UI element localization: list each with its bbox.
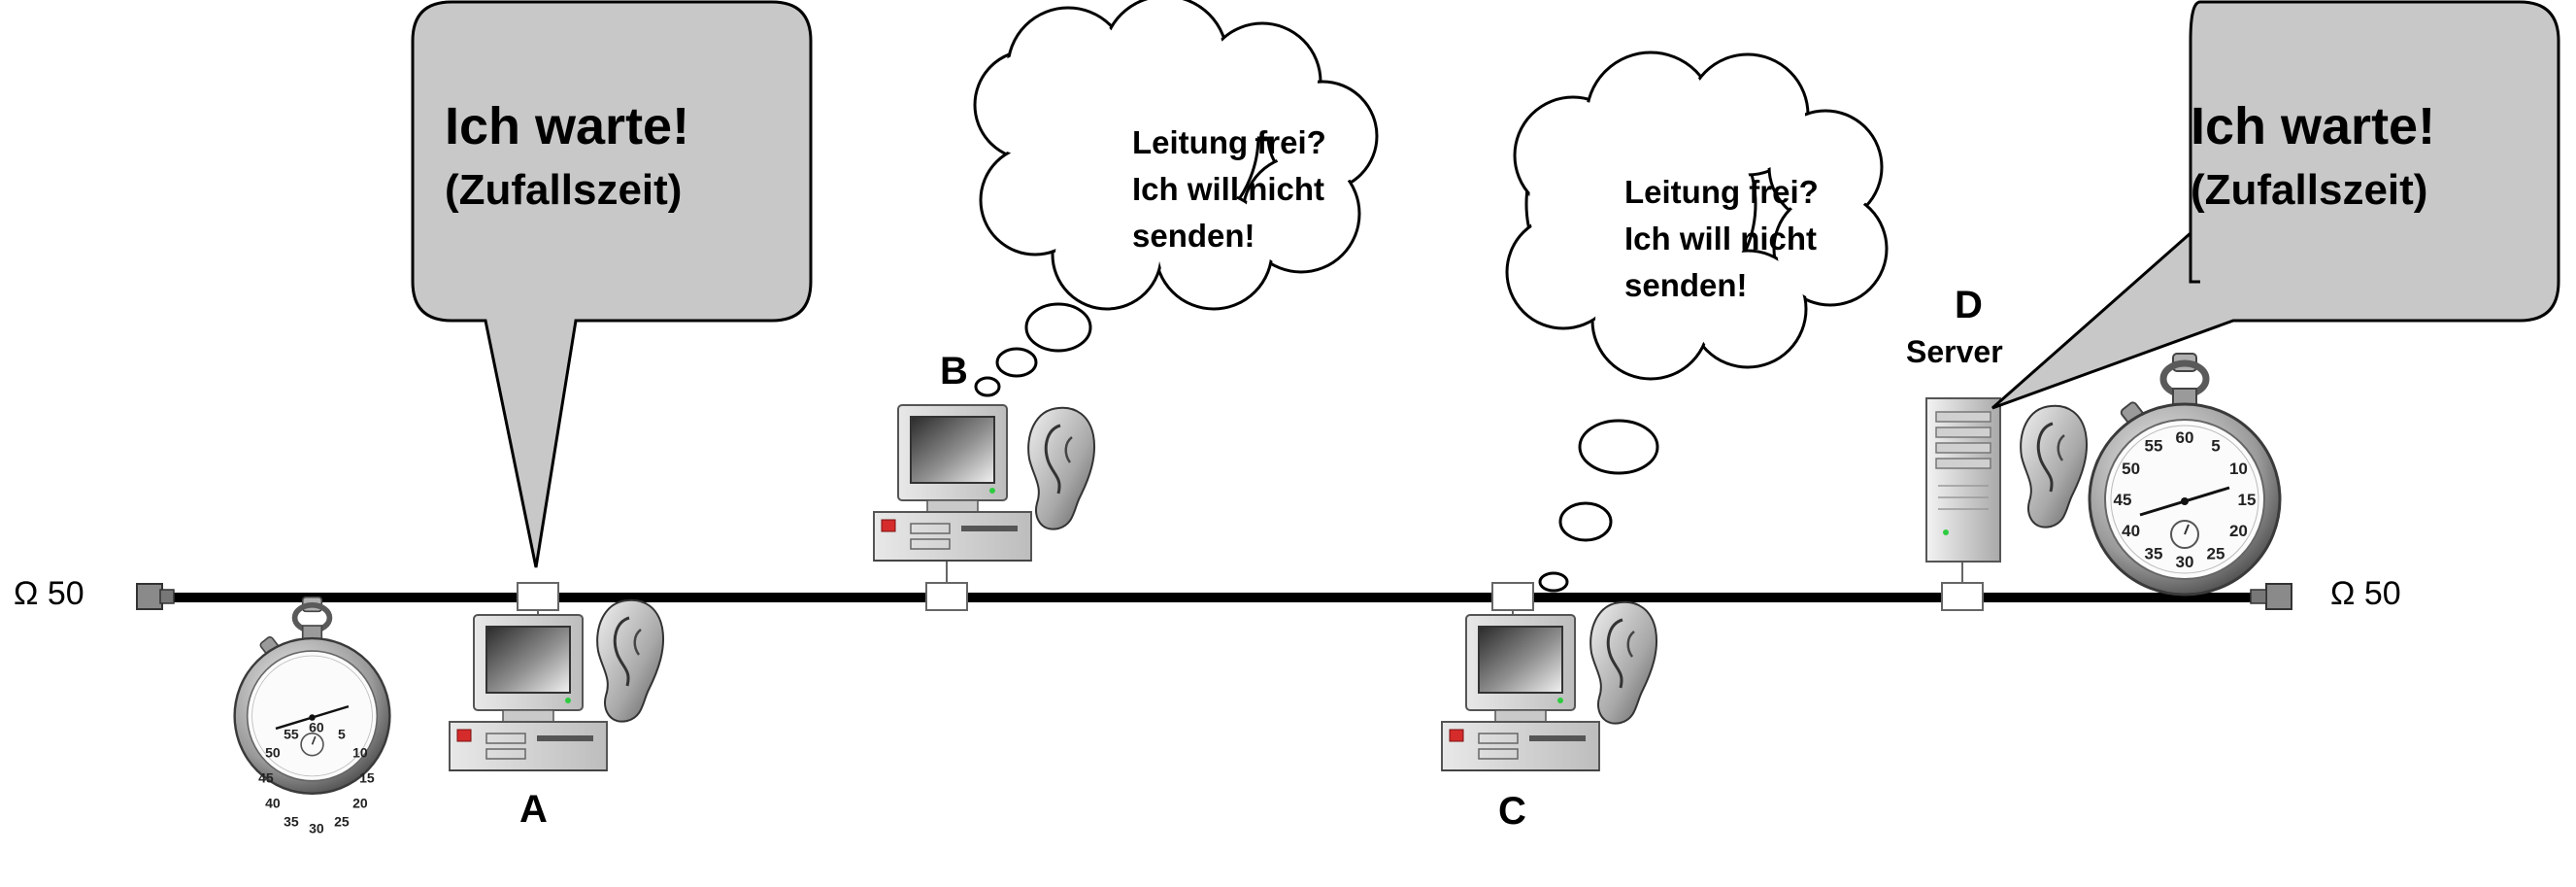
- stopwatch-dial-numeral: 10: [2229, 460, 2248, 478]
- stopwatch-dial-numeral: 5: [2211, 437, 2220, 456]
- stopwatch-dial-numeral: 30: [2176, 553, 2194, 571]
- speech-a-line2: (Zufallszeit): [445, 166, 682, 214]
- thought-b-line3: senden!: [1132, 218, 1255, 254]
- stopwatch-dial-numeral: 30: [309, 820, 324, 836]
- stopwatch-dial-numeral: 25: [2207, 544, 2225, 563]
- station-b: B: [873, 350, 1096, 562]
- stopwatch-dial-numeral: 35: [2145, 544, 2163, 563]
- stopwatch-dial-numeral: 45: [2114, 491, 2132, 509]
- station-d-label: D: [1955, 284, 1983, 326]
- stopwatch-dial-numeral: 15: [2238, 491, 2257, 509]
- stopwatch-dial-numeral: 15: [359, 769, 375, 785]
- bus-taps: [517, 562, 1984, 622]
- terminator-left-label: Ω 50: [14, 575, 84, 612]
- speech-bubble-a: Ich warte! (Zufallszeit): [411, 0, 813, 568]
- thought-c-line1: Leitung frei?: [1624, 174, 1819, 210]
- terminator-right-label: Ω 50: [2330, 575, 2401, 612]
- thought-b-line2: Ich will nicht: [1132, 171, 1324, 207]
- thought-c-line3: senden!: [1624, 267, 1748, 303]
- thought-cloud-b: Leitung frei? Ich will nicht senden!: [973, 0, 1379, 397]
- stopwatch-dial-numeral: 50: [265, 744, 281, 760]
- thought-dot: [1558, 501, 1613, 542]
- stopwatch-dial-numeral: 55: [2145, 437, 2163, 456]
- stopwatch-dial-numeral: 55: [284, 726, 299, 741]
- thought-dot: [1538, 571, 1569, 593]
- tap-d: [1941, 582, 1984, 611]
- station-c: C: [1441, 600, 1658, 833]
- tap-c: [1491, 582, 1534, 611]
- computer-icon: [449, 614, 608, 771]
- stopwatch-dial-numeral: 60: [2176, 428, 2194, 447]
- stopwatch-dial-numeral: 20: [2229, 522, 2248, 540]
- stopwatch-dial-numeral: 10: [352, 744, 368, 760]
- thought-dot: [995, 347, 1038, 378]
- thought-dot: [974, 376, 1001, 397]
- tap-b: [925, 582, 968, 611]
- station-b-label: B: [940, 350, 968, 392]
- speech-d-line2: (Zufallszeit): [2191, 166, 2427, 214]
- computer-icon: [873, 404, 1032, 562]
- thought-dot: [1578, 419, 1659, 475]
- server-icon: [1925, 397, 2001, 563]
- ear-icon: [1026, 406, 1096, 531]
- stopwatch-dial-numeral: 40: [265, 795, 281, 810]
- station-d-sublabel: Server: [1906, 334, 2003, 369]
- stopwatch-dial-numeral: 45: [258, 769, 274, 785]
- thought-b-line1: Leitung frei?: [1132, 124, 1326, 160]
- stopwatch-dial-numeral: 35: [284, 813, 299, 829]
- thought-c-line2: Ich will nicht: [1624, 221, 1817, 256]
- speech-d-line1: Ich warte!: [2191, 97, 2435, 155]
- stopwatch-dial-numeral: 20: [352, 795, 368, 810]
- speech-a-line1: Ich warte!: [445, 97, 689, 155]
- stopwatch-dial-numeral: 25: [334, 813, 350, 829]
- station-a: A: [235, 597, 665, 831]
- station-c-label: C: [1498, 790, 1526, 833]
- speech-bubble-d: Ich warte! (Zufallszeit): [1991, 0, 2560, 410]
- ear-icon: [2019, 404, 2089, 529]
- tap-a: [517, 582, 559, 611]
- stopwatch-dial-numeral: 5: [338, 726, 346, 741]
- stopwatch-icon: [235, 597, 390, 794]
- terminator-right-icon: [2250, 583, 2292, 610]
- thought-cloud-c: Leitung frei? Ich will nicht senden!: [1505, 51, 1889, 593]
- stopwatch-dial-numeral: 40: [2122, 522, 2140, 540]
- stopwatch-dial-numeral: 50: [2122, 460, 2140, 478]
- terminator-left-icon: [136, 583, 175, 610]
- thought-dot: [1024, 302, 1092, 353]
- stopwatch-dial-numeral: 60: [309, 719, 324, 734]
- station-d: D Server: [1906, 284, 2280, 595]
- station-a-label: A: [519, 788, 548, 831]
- ear-icon: [595, 598, 665, 724]
- ear-icon: [1589, 600, 1658, 726]
- computer-icon: [1441, 614, 1600, 771]
